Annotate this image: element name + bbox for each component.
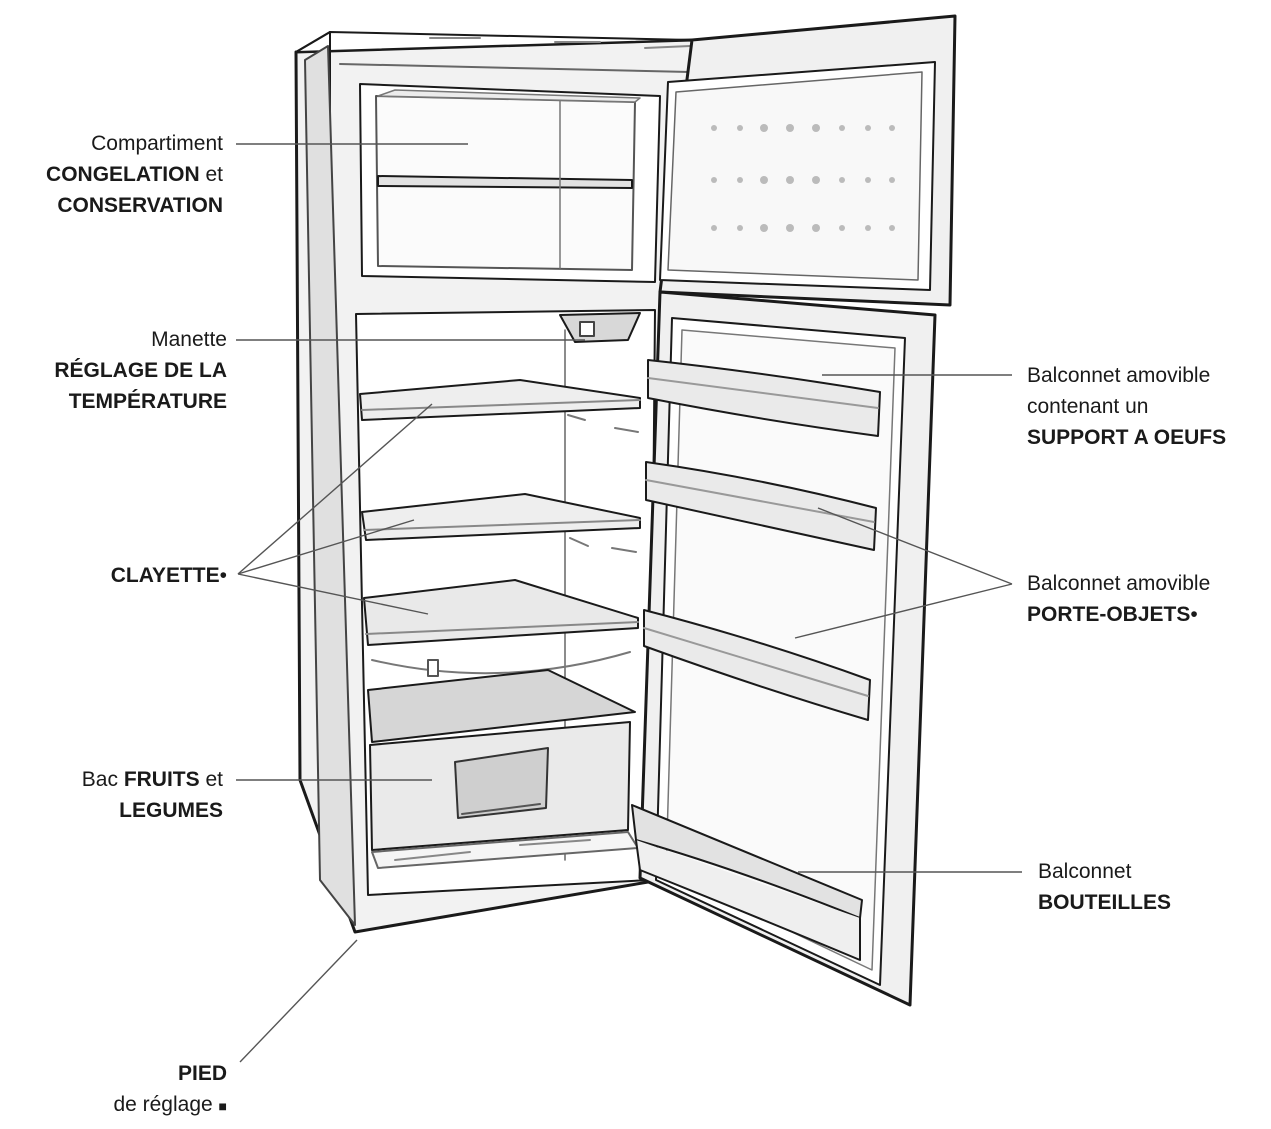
label-support-oeufs: Balconnet amovible contenant un SUPPORT … [1027,364,1227,449]
freezer-compartment [359,83,661,283]
label-manette: Manette RÉGLAGE DE LA TEMPÉRATURE [54,328,227,413]
label-congelation: Compartiment CONGELATION et CONSERVATION [46,132,223,217]
leader-clayette-3 [237,573,429,615]
label-porte-objets: Balconnet amovible PORTE-OBJETS• [1027,572,1211,626]
shelf-2 [361,493,641,553]
label-bac-fruits-legumes: Bac FRUITS et LEGUMES [81,768,223,822]
leader-clayette-2 [237,519,415,575]
leader-pied [239,939,358,1063]
door-bin-bottles [631,804,863,961]
leader-porte-objets-2 [794,583,1013,639]
label-pied: PIED de réglage ■ [113,1062,227,1116]
door-bin-eggs [647,359,881,437]
leader-porte-objets-1 [817,507,1013,585]
crisper-drawer [367,669,639,869]
door-bin-lower [643,609,871,721]
leader-clayette-1 [237,403,433,575]
thermostat-knob [559,312,641,343]
shelf-1 [359,379,641,433]
shelf-3 [363,579,639,677]
label-bouteilles: Balconnet BOUTEILLES [1038,860,1172,914]
leader-lines [236,143,1022,1063]
freezer-door [658,14,957,307]
label-clayette: CLAYETTE• [110,564,227,587]
